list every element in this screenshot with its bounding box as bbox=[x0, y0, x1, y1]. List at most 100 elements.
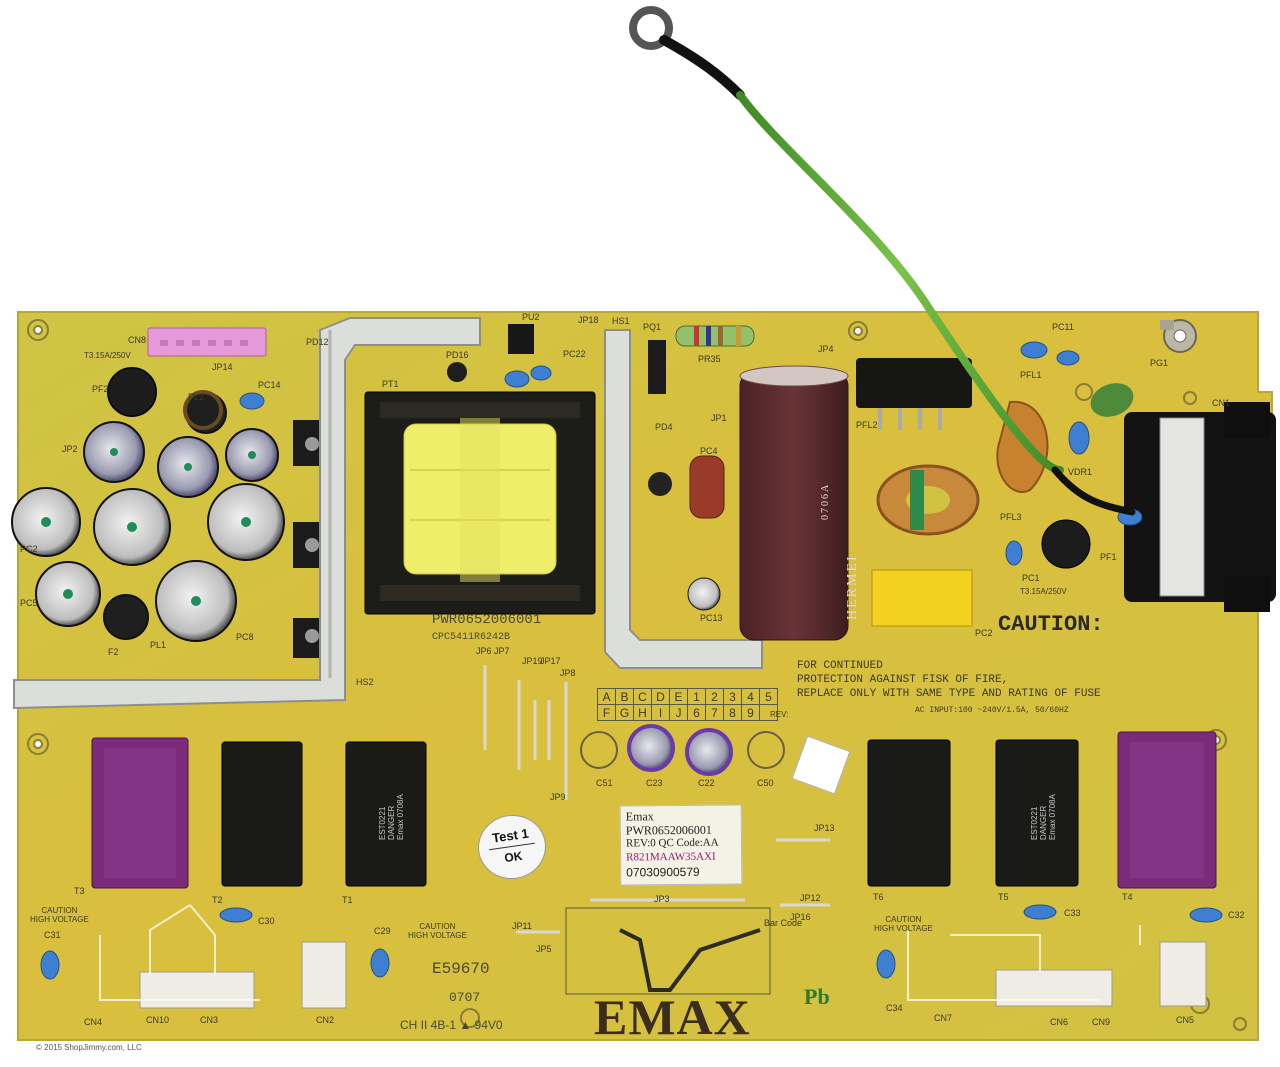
ref-label: PD12 bbox=[306, 337, 329, 347]
ref-label: PF1 bbox=[1100, 552, 1117, 562]
ref-label: JP7 bbox=[494, 646, 510, 656]
ref-label: JP13 bbox=[814, 823, 835, 833]
ref-label: T2 bbox=[212, 895, 223, 905]
date-code: 0707 bbox=[449, 990, 481, 1005]
ref-label: JP18 bbox=[578, 315, 599, 325]
ref-label: PC22 bbox=[563, 349, 586, 359]
test-sticker-line-1: Test 1 bbox=[491, 825, 530, 846]
rev-cell: 6 bbox=[687, 704, 706, 721]
bulk-cap-brand: HERMEI bbox=[845, 554, 860, 620]
board-part-number: PWR0652006001 bbox=[432, 612, 542, 628]
ref-label: PC8 bbox=[236, 632, 254, 642]
ref-label: T3 bbox=[74, 886, 85, 896]
ac-input-rating: AC INPUT:100 ~240V/1.5A, 50/60HZ bbox=[915, 706, 1069, 715]
ref-label: PL2 bbox=[188, 392, 205, 402]
ref-label: C22 bbox=[698, 778, 715, 788]
fuse-rating-left: T3.15A/250V bbox=[84, 351, 131, 360]
bulk-capacitor bbox=[739, 365, 849, 641]
ref-label: JP5 bbox=[536, 944, 552, 954]
hv-warning-line-2: HIGH VOLTAGE bbox=[408, 931, 467, 940]
ref-label: PC1 bbox=[1022, 573, 1040, 583]
ref-label: JP12 bbox=[800, 893, 821, 903]
ref-label: CN2 bbox=[316, 1015, 335, 1025]
ref-label: C30 bbox=[258, 916, 275, 926]
power-transistors bbox=[293, 420, 319, 658]
hv-warning-left: CAUTION HIGH VOLTAGE bbox=[30, 906, 89, 924]
ref-label: JP4 bbox=[818, 344, 834, 354]
ref-label: C32 bbox=[1228, 910, 1245, 920]
ref-label: JP6 bbox=[476, 646, 492, 656]
rev-cell: 4 bbox=[741, 688, 760, 705]
rev-cell: J bbox=[669, 704, 688, 721]
ref-label: PD4 bbox=[655, 422, 673, 432]
ref-label: PG1 bbox=[1150, 358, 1169, 368]
ref-label: C33 bbox=[1064, 908, 1081, 918]
ref-label: JP3 bbox=[654, 894, 670, 904]
ref-label: CN3 bbox=[200, 1015, 219, 1025]
ref-label: C34 bbox=[886, 1003, 903, 1013]
rev-label: REV: bbox=[770, 710, 789, 719]
inverter-marking-line: EST0221 bbox=[378, 806, 387, 840]
ref-label: PC2 bbox=[20, 544, 38, 554]
inverter-transformers bbox=[91, 731, 1217, 889]
hv-warning-line-1: CAUTION bbox=[885, 915, 922, 924]
ref-label: PC13 bbox=[700, 613, 723, 623]
rev-cell: 5 bbox=[759, 688, 778, 705]
ref-label: JP14 bbox=[212, 362, 233, 372]
ref-label: T6 bbox=[873, 892, 884, 902]
lead-free-mark: Pb bbox=[804, 984, 830, 1009]
rev-cell: G bbox=[615, 704, 634, 721]
ref-label: CN7 bbox=[934, 1013, 953, 1023]
inverter-marking-line: EST0221 bbox=[1030, 806, 1039, 840]
ref-label: JP1 bbox=[711, 413, 727, 423]
inverter-marking: EST0221 DANGER Emax 0708A bbox=[1030, 794, 1057, 840]
barcode-area-label: Bar Code bbox=[764, 918, 803, 928]
ref-label: C29 bbox=[374, 926, 391, 936]
ul-rating-line: CH II 4B-1 ▲ 94V0 bbox=[400, 1018, 503, 1032]
board-sub-code: CPC5411R6242B bbox=[432, 632, 511, 643]
rev-cell: E bbox=[669, 688, 688, 705]
ground-wire bbox=[629, 6, 1136, 516]
caution-line-1: FOR CONTINUED bbox=[797, 660, 883, 672]
hv-warning-line-2: HIGH VOLTAGE bbox=[874, 924, 933, 933]
ref-label: CN1 bbox=[1212, 398, 1231, 408]
ref-label: F2 bbox=[108, 647, 119, 657]
ref-label: JP8 bbox=[560, 668, 576, 678]
ref-label: C51 bbox=[596, 778, 613, 788]
ref-label: CN9 bbox=[1092, 1017, 1111, 1027]
emax-logo: EMAX bbox=[594, 989, 751, 1045]
ref-label: T4 bbox=[1122, 892, 1133, 902]
rev-cell: B bbox=[615, 688, 634, 705]
rev-cell: H bbox=[633, 704, 652, 721]
caution-line-3: REPLACE ONLY WITH SAME TYPE AND RATING O… bbox=[797, 688, 1101, 700]
rev-cell: 8 bbox=[723, 704, 742, 721]
rev-grid: A B C D E 1 2 3 4 5 F G H I J 6 7 8 9 bbox=[597, 688, 778, 721]
resistor-pr35 bbox=[675, 325, 755, 347]
ref-label: T5 bbox=[998, 892, 1009, 902]
rev-cell bbox=[759, 704, 778, 721]
ref-label: PQ1 bbox=[643, 322, 662, 332]
bulk-cap-code: 0706A bbox=[820, 482, 831, 520]
main-transformer bbox=[364, 391, 596, 615]
sticker-line-3: REV:0 QC Code:AA bbox=[625, 836, 719, 850]
ref-label: PFL3 bbox=[1000, 512, 1022, 522]
ref-label: PF2 bbox=[92, 384, 109, 394]
ref-label: CN10 bbox=[146, 1015, 170, 1025]
ref-label: JP17 bbox=[540, 656, 561, 666]
fuse-rating-right: T3.15A/250V bbox=[1020, 587, 1067, 596]
connector-cn8 bbox=[147, 327, 267, 357]
ref-label: PC4 bbox=[700, 446, 718, 456]
y-capacitor bbox=[1090, 383, 1134, 417]
sticker-line-1: Emax bbox=[625, 809, 654, 824]
rev-cell: 7 bbox=[705, 704, 724, 721]
ref-label: PL1 bbox=[150, 640, 167, 650]
inverter-marking-line: DANGER bbox=[387, 805, 396, 840]
ref-label: CN4 bbox=[84, 1017, 103, 1027]
heatsink-hs2 bbox=[13, 317, 481, 710]
ref-label: JP19 bbox=[522, 656, 543, 666]
rev-cell: 3 bbox=[723, 688, 742, 705]
ref-label: C23 bbox=[646, 778, 663, 788]
sticker-line-5: 07030900579 bbox=[626, 864, 700, 880]
ground-lug bbox=[1160, 319, 1197, 353]
sticker-line-4: R821MAAW35AXI bbox=[626, 850, 716, 864]
